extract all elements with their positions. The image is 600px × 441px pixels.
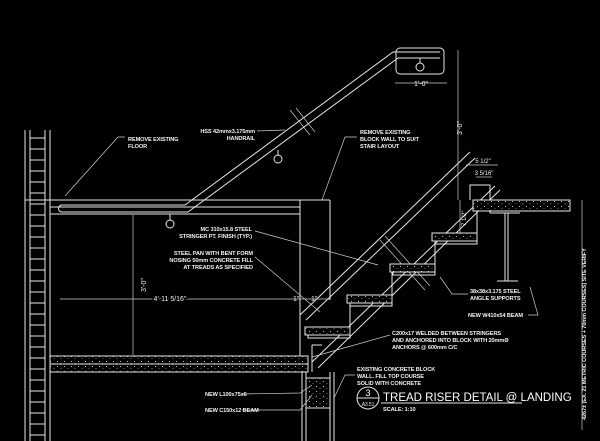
detail-title: TREAD RISER DETAIL @ LANDING	[383, 392, 572, 404]
concrete-block-wall	[301, 344, 335, 441]
tread	[346, 294, 393, 304]
dim-gap-b: 1"	[311, 296, 318, 303]
dim-nosing-b: 3 5/16"	[475, 171, 494, 177]
dim-rail-height-left: 3'-0"	[141, 278, 148, 292]
dim-nosing-a: 5 1/2"	[475, 159, 490, 165]
detail-number: 3	[365, 388, 370, 398]
existing-floor	[25, 199, 331, 360]
note-site-verify: 4267± (EX. 21 METRIC COURSES + 70mm COUR…	[582, 248, 588, 420]
handrail	[58, 47, 445, 229]
landing	[469, 184, 571, 282]
dimension-lines	[60, 50, 583, 430]
sheet-number: A3.51	[362, 402, 375, 408]
note-beam-w: NEW W410x54 BEAM	[468, 313, 523, 319]
detail-scale: SCALE: 1:10	[383, 407, 415, 413]
stair-treads	[304, 210, 478, 339]
existing-masonry-wall	[24, 130, 51, 441]
dim-gap-a: 1"	[293, 296, 300, 303]
leader-lines	[64, 129, 539, 411]
note-beam-c: NEW C150x12 BEAM	[205, 408, 259, 414]
tread	[431, 232, 478, 242]
dim-span: 4'-11 5/16"	[154, 296, 187, 303]
tread	[389, 263, 436, 273]
note-angle-new: NEW L100x75x6	[205, 392, 247, 398]
detail-title-block: 3 A3.51 TREAD RISER DETAIL @ LANDING SCA…	[356, 386, 572, 413]
dim-riser: 7 1/2"	[462, 211, 468, 226]
dim-rail-height-right: 3'-0"	[457, 121, 464, 135]
dim-rail-width: 1'-0"	[414, 81, 428, 88]
tread	[304, 326, 351, 336]
